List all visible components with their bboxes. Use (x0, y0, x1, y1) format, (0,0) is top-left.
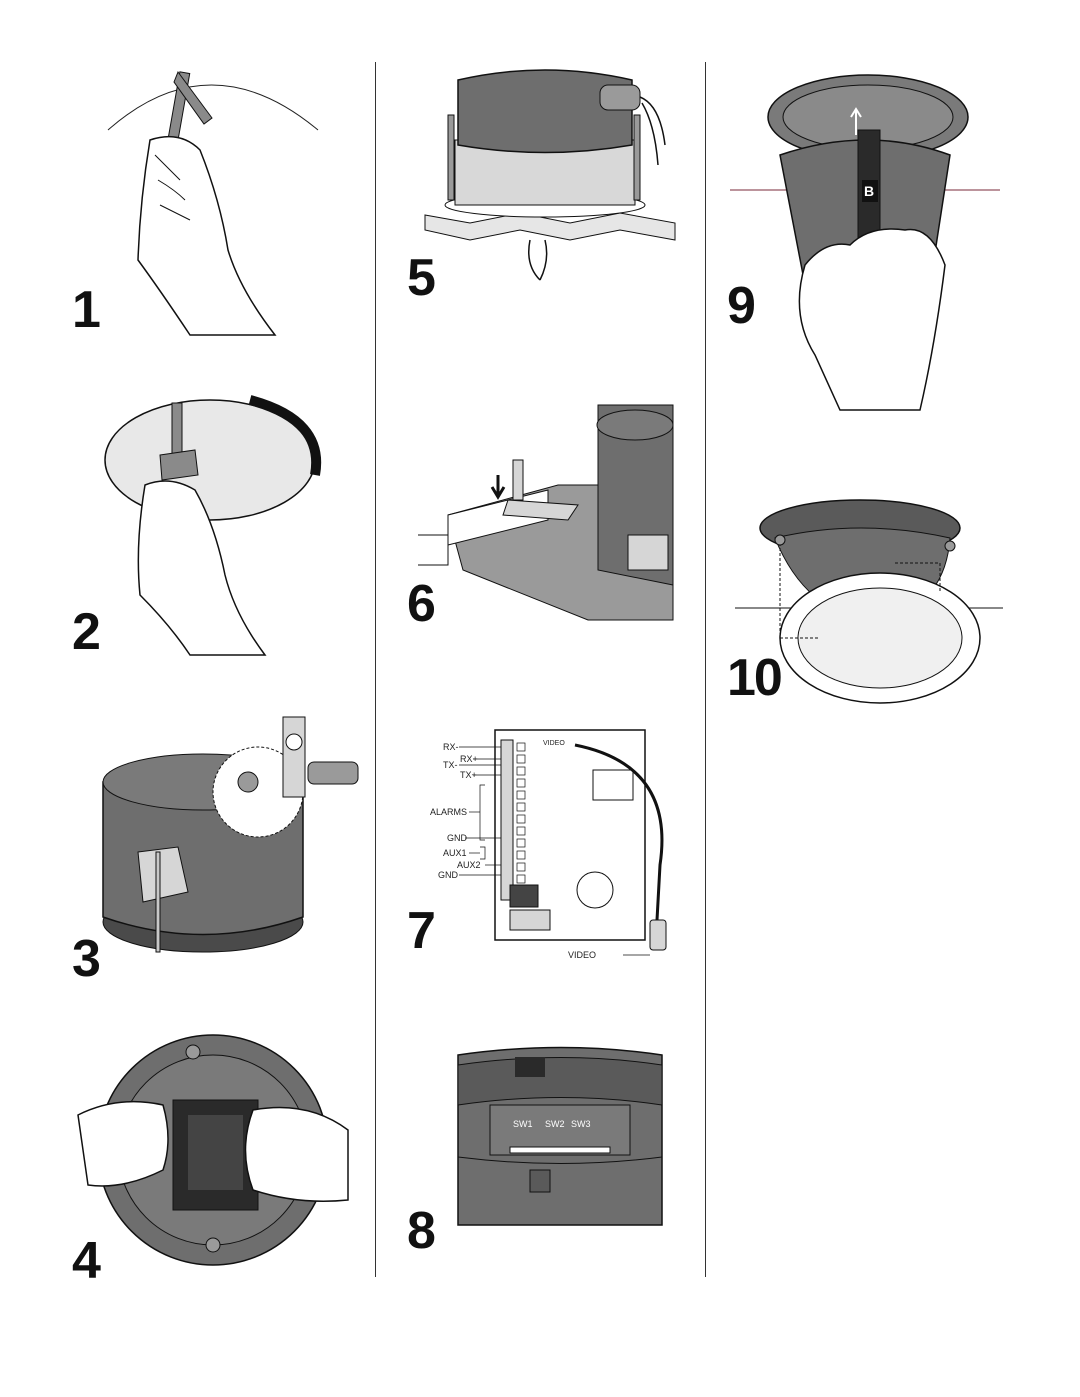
label-sw3: SW3 (571, 1119, 591, 1129)
step-8-number: 8 (407, 1202, 436, 1260)
label-video-cable: VIDEO (568, 950, 596, 960)
step7-illustration: RX- RX+ TX- TX+ ALARMS GND AUX1 AUX2 GND… (430, 729, 667, 960)
step3-illustration (102, 716, 359, 953)
column-divider-left (375, 62, 376, 1277)
step2-illustration (104, 395, 322, 656)
step9-illustration: B (730, 74, 1000, 411)
label-tx-plus: TX+ (460, 770, 477, 780)
step-10-number: 10 (727, 649, 783, 707)
label-aux2: AUX2 (457, 860, 481, 870)
label-aux1: AUX1 (443, 848, 467, 858)
step-1-number: 1 (72, 281, 101, 339)
step4-illustration (77, 1034, 349, 1266)
step-6-number: 6 (407, 575, 436, 633)
label-b: B (864, 183, 874, 199)
label-rx-plus: RX+ (460, 754, 478, 764)
label-gnd-2: GND (438, 870, 459, 880)
step5-illustration (424, 69, 676, 281)
step-2-number: 2 (72, 603, 101, 661)
step8-illustration: SW1 SW2 SW3 (457, 1046, 663, 1226)
step6-illustration (418, 404, 674, 621)
label-rx-minus: RX- (443, 742, 459, 752)
step-3-number: 3 (72, 930, 101, 988)
label-gnd-1: GND (447, 833, 468, 843)
step-4-number: 4 (72, 1232, 101, 1290)
step-9-number: 9 (727, 277, 756, 335)
label-sw2: SW2 (545, 1119, 565, 1129)
step1-illustration (107, 70, 319, 336)
column-divider-right (705, 62, 706, 1277)
step-5-number: 5 (407, 249, 436, 307)
label-alarms: ALARMS (430, 807, 467, 817)
label-sw1: SW1 (513, 1119, 533, 1129)
label-tx-minus: TX- (443, 760, 458, 770)
step10-illustration (735, 499, 1003, 704)
label-video-board: VIDEO (543, 740, 565, 747)
step-7-number: 7 (407, 902, 436, 960)
